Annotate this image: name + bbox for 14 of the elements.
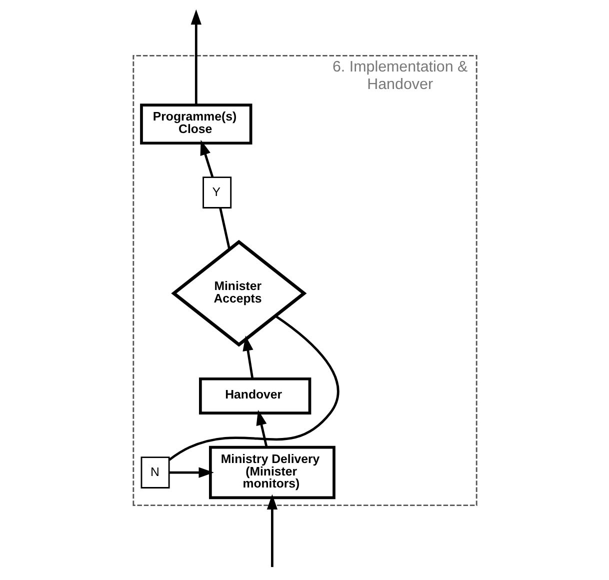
node-box: Ministry Delivery (Minister monitors) bbox=[208, 446, 335, 500]
connector bbox=[218, 208, 230, 250]
arrow bbox=[168, 467, 214, 478]
node-diamond: Minister Accepts bbox=[170, 240, 306, 347]
node-box: Handover bbox=[198, 377, 311, 415]
node-box: Programme(s) Close bbox=[140, 104, 252, 145]
arrow bbox=[190, 9, 201, 105]
connector bbox=[168, 315, 339, 461]
arrow bbox=[200, 140, 214, 178]
arrow bbox=[242, 336, 254, 380]
arrow bbox=[266, 494, 278, 568]
node-box: Y bbox=[202, 176, 232, 208]
node-box: N bbox=[140, 456, 170, 488]
arrow bbox=[256, 410, 268, 448]
